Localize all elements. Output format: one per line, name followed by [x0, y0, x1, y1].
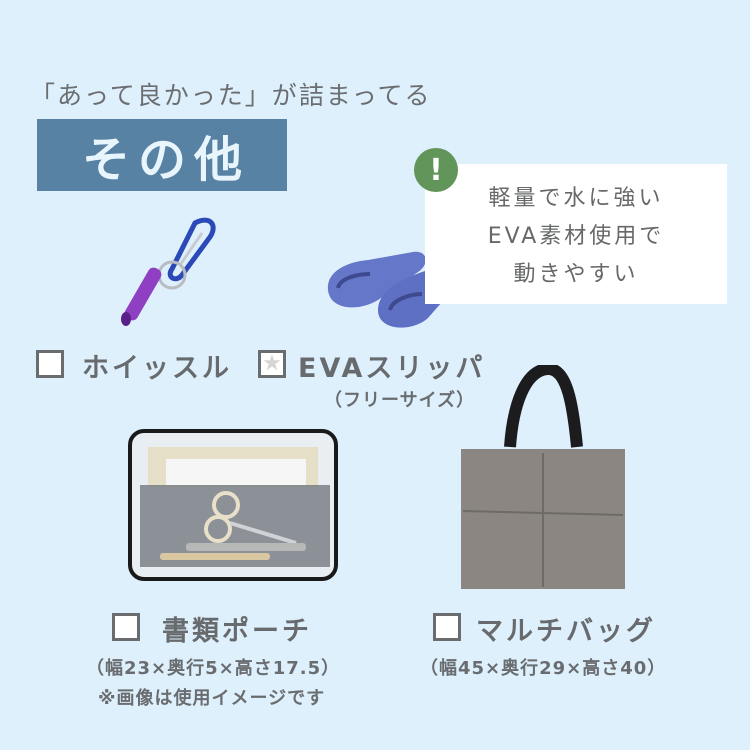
checkbox-multi-bag[interactable]	[433, 613, 461, 641]
item-sub-slippers: （フリーサイズ）	[324, 390, 476, 411]
item-label-multi-bag: マルチバッグ	[476, 616, 656, 647]
checkbox-slippers[interactable]: ★	[258, 350, 286, 378]
tagline: 「あって良かった」が詰まってる	[30, 81, 432, 110]
callout-line: EVA素材使用で	[487, 224, 665, 249]
checkbox-document-pouch[interactable]	[112, 613, 140, 641]
item-sub-document-pouch: （幅23×奥行5×高さ17.5）	[86, 658, 341, 679]
item-note-document-pouch: ※画像は使用イメージです	[98, 688, 326, 709]
feature-callout	[425, 164, 727, 304]
page-title: その他	[81, 132, 250, 188]
document-pouch-image	[128, 429, 338, 581]
tote-bag-image	[461, 365, 625, 589]
callout-text: 軽量で水に強い EVA素材使用で 動きやすい	[425, 180, 727, 294]
item-label-document-pouch: 書類ポーチ	[162, 616, 312, 647]
whistle-image	[121, 217, 216, 326]
item-label-slippers: EVAスリッパ	[298, 353, 486, 384]
callout-line: 軽量で水に強い	[488, 186, 664, 211]
checkbox-whistle[interactable]	[36, 350, 64, 378]
item-label-whistle: ホイッスル	[82, 353, 232, 384]
title-background	[37, 119, 287, 191]
star-icon: ★	[262, 351, 282, 376]
item-sub-multi-bag: （幅45×奥行29×高さ40）	[420, 658, 667, 679]
exclamation-icon: !	[414, 148, 458, 192]
callout-line: 動きやすい	[513, 262, 639, 287]
